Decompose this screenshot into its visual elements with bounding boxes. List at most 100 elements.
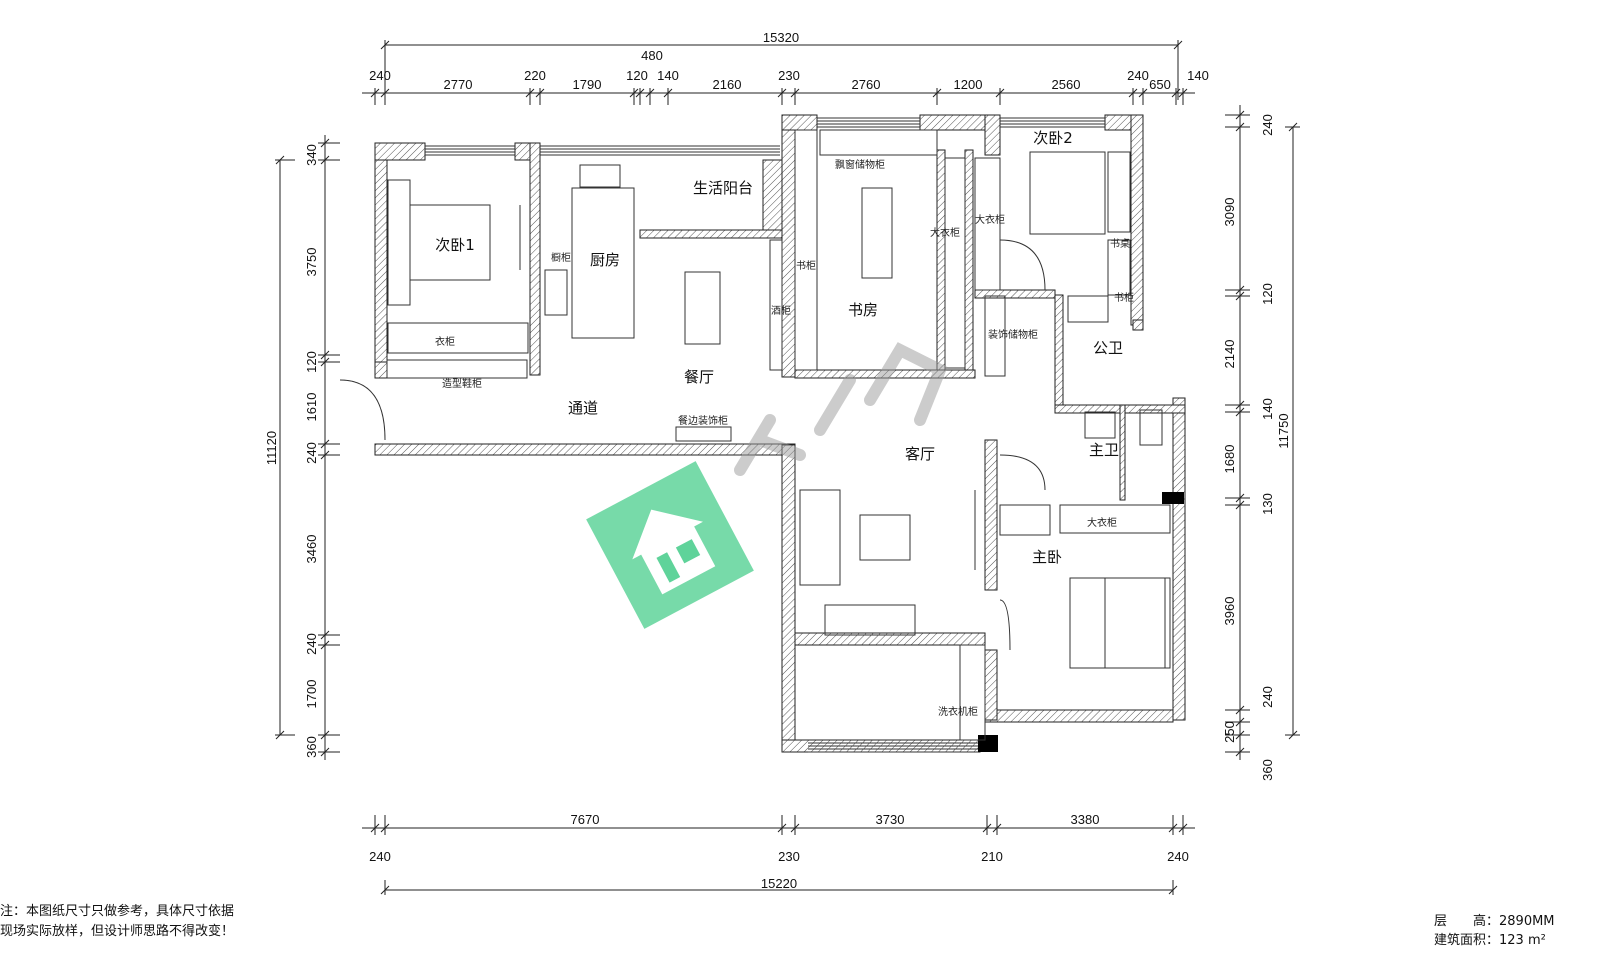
watermark-logo	[586, 342, 948, 629]
room-label: 客厅	[905, 445, 935, 463]
dim-right-wall-5: 360	[1260, 759, 1275, 781]
wall-segment	[762, 159, 783, 233]
floor-height: 层 高：2890MM	[1434, 914, 1555, 929]
wall-segment	[374, 443, 796, 456]
room-label: 餐厅	[684, 368, 714, 386]
furniture-item	[794, 129, 818, 371]
furniture-item	[684, 271, 721, 345]
wall-segment	[984, 439, 998, 591]
room-label: 厨房	[590, 251, 620, 269]
walls	[374, 114, 1186, 753]
wall-segment	[1054, 294, 1064, 406]
dim-left-5: 3460	[304, 535, 319, 564]
room-label: 通道	[568, 399, 598, 417]
room-label: 次卧1	[435, 236, 475, 254]
dim-left-total: 11120	[264, 431, 279, 465]
furniture-item	[1107, 151, 1131, 233]
furniture-item	[387, 322, 529, 354]
dim-left-6: 240	[304, 633, 319, 655]
wall-segment	[781, 114, 818, 131]
door-swing	[999, 239, 1046, 291]
dim-bottom-1: 3730	[876, 812, 905, 827]
fixture-label: 大衣柜	[975, 213, 1005, 226]
dim-top-12: 240	[1127, 68, 1149, 83]
wall-segment	[639, 229, 783, 239]
column	[978, 735, 998, 752]
furniture-item	[544, 269, 568, 316]
wall-segment	[919, 114, 991, 131]
fixture-label: 书柜	[796, 259, 816, 272]
furniture-item	[984, 295, 1006, 377]
wall-segment	[1172, 397, 1186, 721]
door-swing	[999, 454, 1046, 491]
fixture-label: 餐边装饰柜	[678, 414, 728, 427]
dim-top-6: 140	[657, 68, 679, 83]
dim-top-total: 15320	[763, 30, 799, 45]
furniture-item	[1067, 295, 1109, 323]
dim-top-7: 2160	[713, 77, 742, 92]
disclaimer-note: 注：本图纸尺寸只做参考，具体尺寸依据 现场实际放样，但设计师思路不得改变！	[0, 902, 234, 942]
room-label: 次卧2	[1033, 129, 1073, 147]
dim-right-0: 3090	[1222, 198, 1237, 227]
dim-top-13: 650	[1149, 77, 1171, 92]
dim-bottom-total: 15220	[761, 876, 797, 891]
wall-segment	[974, 289, 1056, 299]
fixture-label: 飘窗储物柜	[835, 158, 885, 171]
dim-right-2: 1680	[1222, 445, 1237, 474]
dim-right-wall-3: 130	[1260, 493, 1275, 515]
furniture-item	[386, 359, 528, 379]
dim-right-wall-0: 240	[1260, 114, 1275, 136]
furniture-item	[861, 187, 893, 279]
fixture-label: 衣柜	[435, 335, 455, 348]
dim-bottom-wall-0: 240	[369, 849, 391, 864]
fixture-label: 橱柜	[551, 251, 571, 264]
room-label: 公卫	[1093, 339, 1123, 357]
dim-top-4: 120	[626, 68, 648, 83]
wall-segment	[781, 114, 796, 378]
furniture-item	[1104, 577, 1166, 669]
fixture-label: 书桌	[1110, 237, 1130, 250]
wall-segment	[936, 149, 946, 376]
fixture-label: 大衣柜	[930, 226, 960, 239]
dim-right-3: 3960	[1222, 597, 1237, 626]
building-info: 层 高：2890MM 建筑面积：123 m²	[1434, 912, 1555, 950]
watermark-brush-strokes	[734, 342, 948, 476]
furniture-item	[974, 157, 1001, 291]
dim-left-2: 120	[304, 351, 319, 373]
furniture	[339, 117, 1171, 753]
furniture-item	[1139, 409, 1163, 446]
dim-top-11: 2560	[1052, 77, 1081, 92]
dim-bottom-0: 7670	[571, 812, 600, 827]
wall-segment	[964, 149, 974, 376]
wall-segment	[984, 649, 998, 721]
dim-right-wall-2: 140	[1260, 398, 1275, 420]
dim-left-1: 3750	[304, 248, 319, 277]
dim-right-total: 11750	[1276, 413, 1291, 448]
wall-segment	[529, 142, 541, 376]
dim-top-8: 230	[778, 68, 800, 83]
furniture-item	[1084, 411, 1116, 439]
furniture-item	[769, 239, 783, 371]
room-label: 主卧	[1032, 548, 1062, 566]
wall-segment	[374, 142, 388, 376]
wall-segment	[984, 114, 1001, 156]
fixture-label: 书柜	[1114, 291, 1134, 304]
furniture-item	[1029, 151, 1106, 235]
furniture-item	[571, 187, 635, 339]
dim-top-2: 220	[524, 68, 546, 83]
wall-segment	[794, 632, 986, 646]
wall-segment	[374, 142, 426, 161]
fixture-label: 洗衣机柜	[938, 705, 978, 718]
dim-bottom-wall-3: 240	[1167, 849, 1189, 864]
furniture-item	[824, 604, 916, 636]
furniture-item	[579, 164, 621, 188]
dimension-lines	[275, 40, 1300, 895]
fixture-label: 装饰储物柜	[988, 328, 1038, 341]
dim-top-0: 240	[369, 68, 391, 83]
dim-bottom-wall-2: 210	[981, 849, 1003, 864]
note-line-2: 现场实际放样，但设计师思路不得改变！	[0, 924, 235, 939]
door-swing	[339, 379, 386, 441]
furniture-item	[944, 157, 966, 369]
furniture-item	[1059, 504, 1171, 534]
furniture-item	[959, 644, 986, 741]
